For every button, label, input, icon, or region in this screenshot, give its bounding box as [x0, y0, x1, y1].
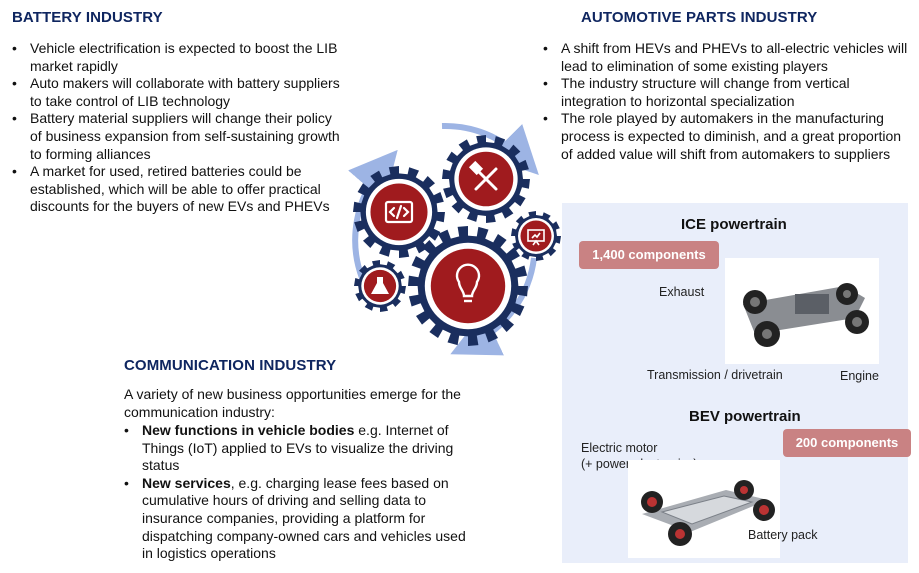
- bev-components-badge: 200 components: [783, 429, 911, 457]
- code-icon: [384, 200, 414, 224]
- list-item: •A shift from HEVs and PHEVs to all-elec…: [543, 40, 908, 74]
- ice-chassis-graphic: [743, 283, 869, 347]
- list-item: •The role played by automakers in the ma…: [543, 110, 902, 162]
- list-item: •New services, e.g. charging lease fees …: [124, 474, 466, 562]
- ice-components-badge: 1,400 components: [579, 241, 719, 269]
- lightbulb-icon: [455, 263, 481, 303]
- exhaust-label: Exhaust: [659, 285, 705, 299]
- battery-bullet-list: •Vehicle electrification is expected to …: [10, 40, 340, 216]
- presentation-icon: [527, 229, 545, 246]
- tools-icon: [468, 160, 498, 191]
- ice-powertrain-image: [725, 258, 879, 364]
- bev-powertrain-title: BEV powertrain: [689, 408, 801, 425]
- list-item: •Vehicle electrification is expected to …: [12, 40, 338, 74]
- automotive-parts-title: AUTOMOTIVE PARTS INDUSTRY: [581, 9, 818, 26]
- battery-pack-label: Battery pack: [748, 528, 818, 542]
- list-item: •A market for used, retired batteries co…: [12, 163, 330, 215]
- gears-illustration: [348, 122, 561, 356]
- bev-chassis-graphic: [641, 480, 775, 546]
- bev-powertrain-image: [628, 460, 780, 558]
- communication-intro: A variety of new business opportunities …: [124, 386, 461, 420]
- engine-label: Engine: [840, 369, 879, 383]
- list-item: •New functions in vehicle bodies e.g. In…: [124, 422, 454, 474]
- list-item: •Auto makers will collaborate with batte…: [12, 75, 340, 109]
- list-item: •Battery material suppliers will change …: [12, 110, 340, 162]
- automotive-bullet-list: •A shift from HEVs and PHEVs to all-elec…: [541, 40, 911, 163]
- transmission-label: Transmission / drivetrain: [647, 368, 783, 382]
- list-item: •The industry structure will change from…: [543, 75, 850, 109]
- communication-bullet-list: •New functions in vehicle bodies e.g. In…: [122, 422, 474, 563]
- flask-icon: [371, 277, 389, 294]
- battery-industry-title: BATTERY INDUSTRY: [12, 9, 163, 26]
- ice-powertrain-title: ICE powertrain: [681, 216, 787, 233]
- communication-industry-title: COMMUNICATION INDUSTRY: [124, 357, 337, 374]
- gear-lightbulb: [408, 226, 528, 346]
